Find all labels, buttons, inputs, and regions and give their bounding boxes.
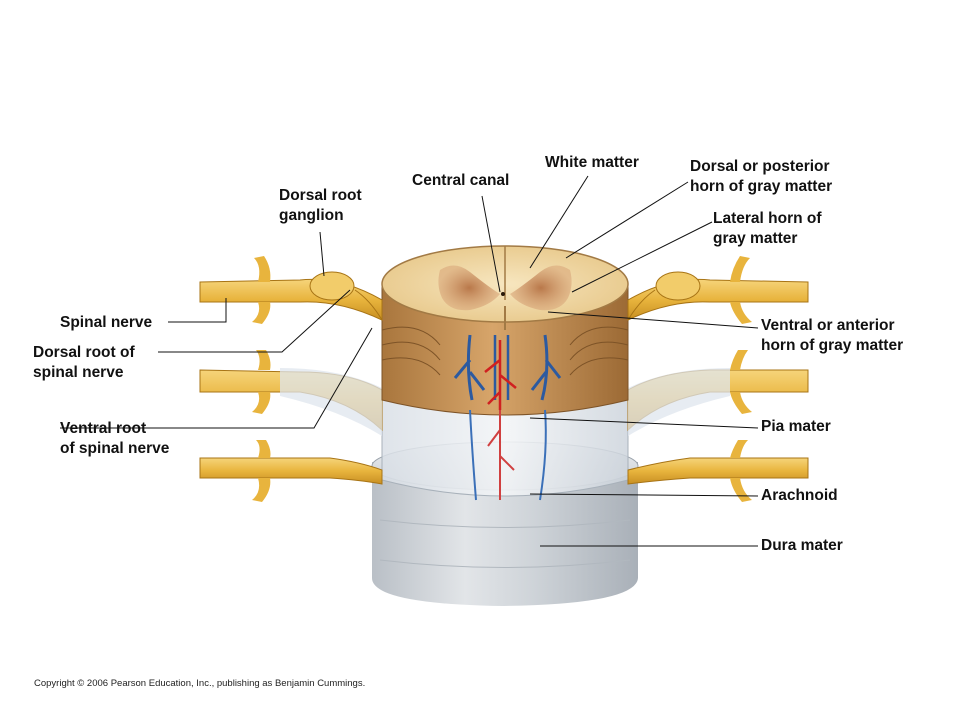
label-ventral-horn: Ventral or anterior horn of gray matter xyxy=(761,316,903,356)
label-dorsal-root-line1: Dorsal root of xyxy=(33,344,135,361)
gray-matter xyxy=(438,265,572,311)
dorsal-root-ganglion-right xyxy=(655,271,701,301)
label-dorsal-root-ganglion: Dorsal root ganglion xyxy=(279,186,362,226)
copyright-notice: Copyright © 2006 Pearson Education, Inc.… xyxy=(34,678,366,689)
label-lateral-horn-line2: gray matter xyxy=(713,230,798,247)
label-ventral-root-line2: of spinal nerve xyxy=(60,440,170,457)
upper-spinal-nerves xyxy=(199,256,809,324)
label-dorsal-horn: Dorsal or posterior horn of gray matter xyxy=(690,157,832,197)
label-lateral-horn-line1: Lateral horn of xyxy=(713,210,822,227)
label-ventral-root-line1: Ventral root xyxy=(60,420,147,437)
label-lateral-horn: Lateral horn of gray matter xyxy=(713,209,822,249)
label-ventral-root: Ventral root of spinal nerve xyxy=(60,419,169,459)
dorsal-root-ganglion-left xyxy=(309,271,355,301)
label-arachnoid: Arachnoid xyxy=(761,487,838,504)
label-spinal-nerve: Spinal nerve xyxy=(60,314,153,331)
label-ventral-horn-line1: Ventral or anterior xyxy=(761,317,895,334)
central-canal-dot xyxy=(501,292,505,296)
label-dorsal-root-line2: spinal nerve xyxy=(33,364,124,381)
label-central-canal: Central canal xyxy=(412,172,510,189)
lower-spinal-nerves xyxy=(199,440,809,502)
label-white-matter: White matter xyxy=(545,154,639,171)
spinal-cord xyxy=(381,245,629,416)
pia-mater-vessels xyxy=(469,409,547,501)
label-dura-mater: Dura mater xyxy=(761,537,843,554)
label-ventral-horn-line2: horn of gray matter xyxy=(761,337,904,354)
label-dorsal-root-ganglion-line1: Dorsal root xyxy=(279,187,362,204)
label-dorsal-horn-line2: horn of gray matter xyxy=(690,178,833,195)
label-dorsal-root: Dorsal root of spinal nerve xyxy=(33,343,135,383)
arachnoid xyxy=(381,391,629,497)
middle-spinal-nerves xyxy=(199,350,809,436)
leader-lines xyxy=(60,175,759,547)
label-dorsal-root-ganglion-line2: ganglion xyxy=(279,207,344,224)
label-dorsal-horn-line1: Dorsal or posterior xyxy=(690,158,830,175)
label-pia-mater: Pia mater xyxy=(761,418,831,435)
